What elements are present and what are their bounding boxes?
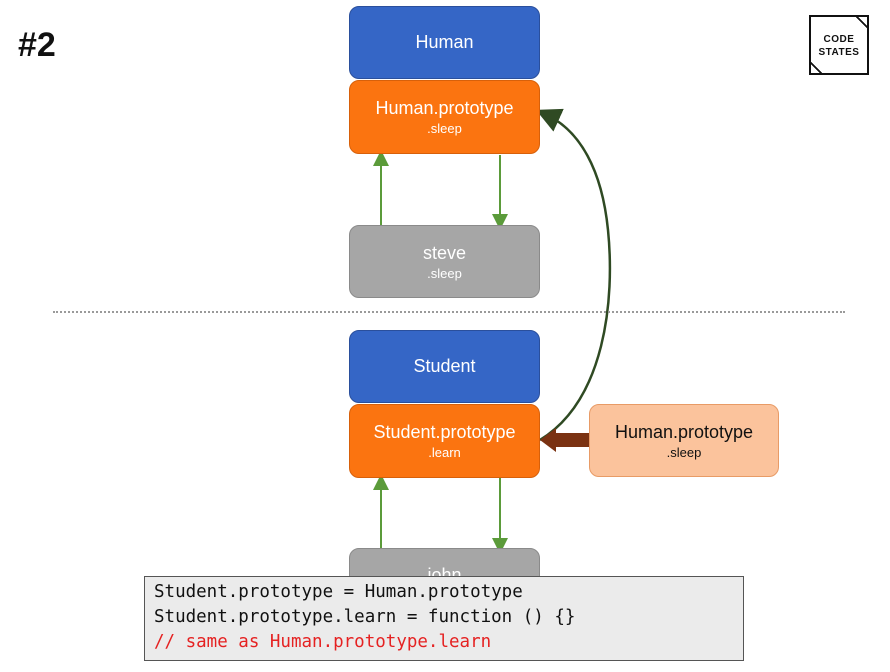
assignment-arrow <box>540 428 590 452</box>
student-prototype-box: Student.prototype .learn <box>349 404 540 478</box>
human-label: Human <box>415 32 474 52</box>
code-line-2: Student.prototype.learn = function () {} <box>154 607 576 627</box>
reference-curve-arrow <box>535 108 612 442</box>
human-prototype-label: Human.prototype <box>375 98 514 118</box>
code-comment: // same as Human.prototype.learn <box>154 632 492 652</box>
human-prototype-box: Human.prototype .sleep <box>349 80 540 154</box>
section-divider <box>53 311 845 313</box>
assigned-prototype-method: .sleep <box>666 444 702 460</box>
logo-text-line2: STATES <box>818 47 860 58</box>
assigned-human-prototype-box: Human.prototype .sleep <box>589 404 779 477</box>
student-constructor-box: Student <box>349 330 540 403</box>
code-states-logo: CODE STATES <box>809 15 869 75</box>
steve-instance-box: steve .sleep <box>349 225 540 298</box>
human-prototype-method: .sleep <box>427 121 462 136</box>
steve-label: steve <box>422 242 467 263</box>
slide-number: #2 <box>18 26 56 64</box>
student-label: Student <box>413 356 476 376</box>
steve-method: .sleep <box>427 265 462 281</box>
assigned-prototype-label: Human.prototype <box>614 421 754 442</box>
student-prototype-label: Student.prototype <box>373 422 516 442</box>
student-prototype-method: .learn <box>428 445 461 460</box>
human-constructor-box: Human <box>349 6 540 79</box>
logo-text-line1: CODE <box>823 34 855 45</box>
logo-corner-slash <box>855 15 869 29</box>
code-line-1: Student.prototype = Human.prototype <box>154 582 523 602</box>
code-snippet: Student.prototype = Human.prototype Stud… <box>144 576 744 661</box>
logo-corner-slash <box>809 61 823 75</box>
